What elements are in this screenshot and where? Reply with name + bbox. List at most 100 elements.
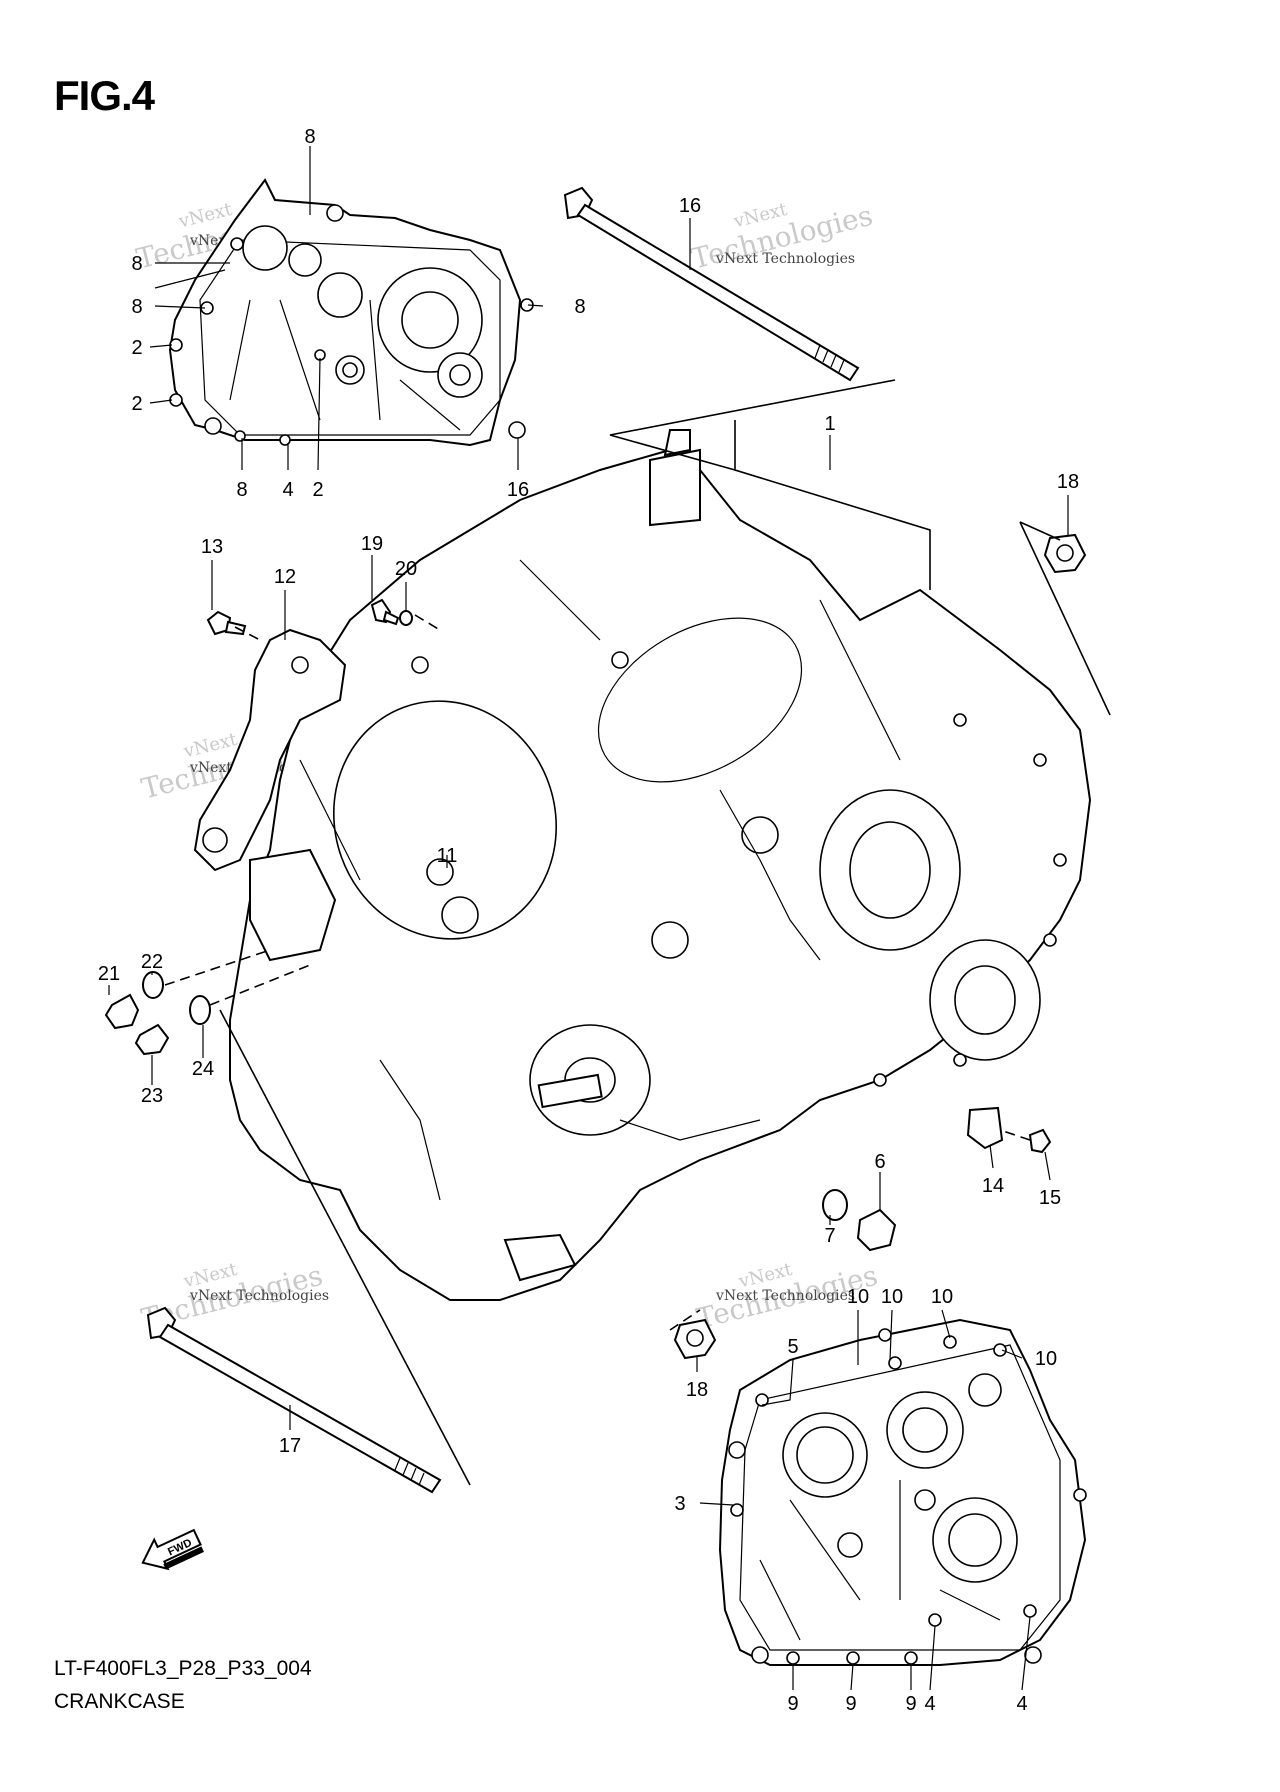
crankcase-right-half-inset (718, 1318, 1087, 1666)
nut-18-assembly-line (1019, 521, 1061, 541)
bore (317, 272, 363, 318)
bolt-hole (508, 421, 526, 439)
nut-18-bottom-hole (686, 1329, 704, 1347)
bolt-thread (814, 344, 845, 373)
leader (149, 399, 173, 404)
bore (441, 896, 479, 934)
gasket-22 (142, 971, 164, 999)
crankcase-bore-right-inner (849, 821, 931, 919)
callout-23: 23 (141, 1085, 163, 1107)
gasket-7 (822, 1189, 848, 1221)
bolt-thread (394, 1457, 425, 1486)
callout-10: 10 (847, 1286, 869, 1308)
crankcase-left-half-inset (168, 178, 534, 447)
bore-inner (796, 1426, 854, 1484)
bolt-hole (755, 1393, 769, 1407)
leader (929, 1625, 936, 1691)
bolt-16-assembly-line (609, 379, 896, 471)
bolt-hole (230, 237, 244, 251)
figure-title: FIG.4 (54, 72, 155, 119)
watermark-text: vNext Technologies (715, 251, 855, 267)
callout-3: 3 (674, 1493, 685, 1515)
bore (651, 921, 689, 959)
shaft-stub (537, 1073, 603, 1109)
bolt-hole (928, 1613, 942, 1627)
bolt-hole (873, 1073, 887, 1087)
bolt-hole (730, 1503, 744, 1517)
bore-inner (948, 1513, 1002, 1567)
plug-21 (104, 993, 140, 1030)
bolt-hole (279, 434, 291, 446)
bracket-body (193, 628, 347, 872)
bolt-hole (611, 651, 629, 669)
callout-13: 13 (201, 536, 223, 558)
right-half-outline (718, 1318, 1087, 1666)
screw-15-dashed-line (999, 1129, 1031, 1141)
fitting-19-tip (382, 610, 400, 626)
breather-nipple (663, 429, 691, 457)
callout-21: 21 (98, 963, 120, 985)
bore (242, 225, 288, 271)
callout-24: 24 (192, 1058, 214, 1080)
bolt-hole (953, 1053, 967, 1067)
callout-8: 8 (304, 126, 315, 148)
long-bolt-17 (146, 1306, 442, 1494)
callout-4: 2 (312, 479, 323, 501)
callout-7: 7 (824, 1225, 835, 1247)
leader (889, 1309, 893, 1361)
part-1-bracket (734, 420, 931, 590)
callout-8: 8 (131, 296, 142, 318)
callout-8: 8 (131, 253, 142, 275)
bolt-hole (1033, 753, 1047, 767)
bracket-hole (291, 656, 309, 674)
plate-14 (966, 1106, 1004, 1150)
leader (1044, 1151, 1051, 1181)
bolt-hole (728, 1441, 746, 1459)
rib-lines (229, 299, 461, 431)
bolt-hole (1024, 1646, 1042, 1664)
gasket-22-dashed-line (164, 949, 271, 986)
leader (154, 269, 226, 289)
bolt-hole (411, 656, 429, 674)
gasket-24 (189, 995, 211, 1025)
crankcase-bore-left (332, 700, 558, 940)
bolt-hole (1023, 1604, 1037, 1618)
callout-6: 6 (874, 1151, 885, 1173)
bolt-hole (953, 713, 967, 727)
bore (288, 243, 322, 277)
bolt-hole (1043, 933, 1057, 947)
bolt-shank (576, 203, 860, 382)
long-bolt-16 (563, 186, 860, 382)
crankcase-bore-top (597, 617, 803, 783)
callout-18: 18 (686, 1379, 708, 1401)
left-half-gasket-rim (199, 239, 501, 436)
bolt-hole (888, 1356, 902, 1370)
fwd-arrow: FWD (141, 1528, 204, 1571)
main-crankcase (229, 429, 1092, 1301)
callout-5: 5 (787, 1336, 798, 1358)
leader (850, 1663, 854, 1691)
bracket-hole (202, 827, 228, 853)
plug-23 (134, 1023, 170, 1056)
callout-9: 9 (845, 1693, 856, 1715)
leader (527, 304, 544, 307)
bore (837, 1532, 863, 1558)
bolt-hole (993, 1343, 1007, 1357)
watermark-text: vNext Technologies (189, 1288, 329, 1304)
bore-inner (342, 362, 358, 378)
callout-10: 10 (1035, 1348, 1057, 1370)
rib-lines (759, 1480, 1001, 1641)
casting-lines (299, 559, 901, 1201)
bolt-hole (1073, 1488, 1087, 1502)
callout-8: 4 (282, 479, 293, 501)
crank-bore-inner (401, 291, 459, 349)
callout-4: 4 (1016, 1693, 1027, 1715)
gasket-24-dashed-line (209, 964, 311, 1006)
bolt-hole (786, 1651, 800, 1665)
nut-18-assembly-line (1019, 521, 1111, 716)
callout-labels: 8 8 8 2 2 8 8 4 2 16 16 1 18 13 12 19 20… (98, 126, 1079, 1715)
bore-inner (902, 1407, 948, 1453)
callout-12: 12 (274, 566, 296, 588)
leader (154, 305, 206, 309)
